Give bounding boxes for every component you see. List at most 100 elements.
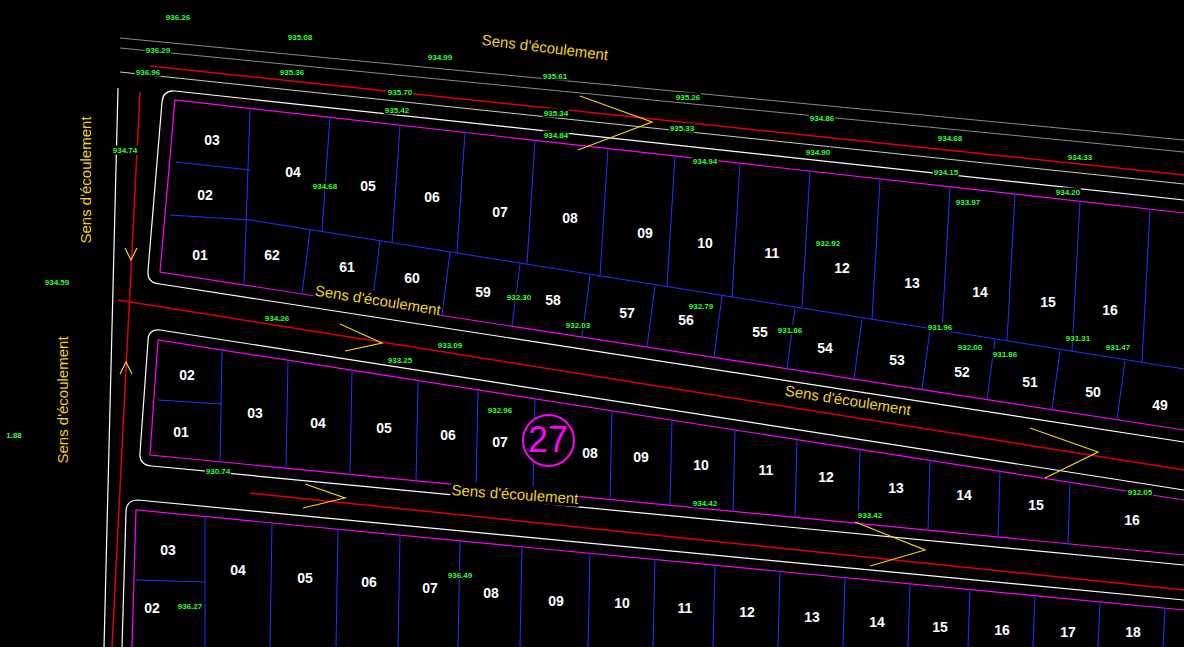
lot-number: 57 (618, 305, 636, 321)
lot-number: 59 (474, 284, 492, 300)
elevation-label: 935.33 (669, 124, 695, 133)
lot-number: 14 (868, 614, 886, 630)
lot-number: 16 (993, 622, 1011, 638)
elevation-label: 933.42 (857, 511, 883, 520)
lot-number: 03 (159, 542, 177, 558)
lot-number: 10 (692, 457, 710, 473)
flow-direction-label: Sens d'écoulement (54, 335, 71, 464)
lot-number: 60 (403, 270, 421, 286)
elevation-label: 935.36 (279, 68, 305, 77)
elevation-label: 931.96 (927, 323, 953, 332)
lot-number: 54 (816, 340, 834, 356)
elevation-label: 932.00 (957, 343, 983, 352)
elevation-label: 934.68 (937, 134, 963, 143)
lot-number: 10 (696, 235, 714, 251)
elevation-label: 934.74 (112, 146, 138, 155)
elevation-label: 932.30 (506, 293, 532, 302)
elevation-label: 936.27 (177, 602, 203, 611)
elevation-label: 932.96 (487, 406, 513, 415)
block-curb (140, 330, 1184, 565)
lot-number: 14 (955, 487, 973, 503)
lot-number: 55 (751, 324, 769, 340)
lot-number: 16 (1123, 512, 1141, 528)
lot-number: 17 (1059, 624, 1077, 640)
elevation-label: 936.26 (165, 13, 191, 22)
flow-direction-label: Sens d'écoulement (450, 481, 580, 507)
lot-number: 12 (817, 469, 835, 485)
elevation-label: 934.94 (692, 157, 718, 166)
elevation-label: 935.61 (542, 72, 568, 81)
lot-number: 12 (833, 260, 851, 276)
lot-number: 08 (581, 445, 599, 461)
lot-number: 02 (178, 367, 196, 383)
elevation-label: 933.25 (387, 356, 413, 365)
lot-number: 13 (803, 609, 821, 625)
elevation-label: 933.97 (955, 198, 981, 207)
lot-number: 08 (482, 585, 500, 601)
lot-number: 02 (196, 187, 214, 203)
flow-direction-label: Sens d'écoulement (783, 382, 913, 419)
road-axis (112, 66, 1184, 647)
elevation-label: 934.84 (543, 131, 569, 140)
lot-number: 04 (284, 164, 302, 180)
lot-number: 16 (1101, 302, 1119, 318)
lot-number: 06 (360, 574, 378, 590)
elevation-label: 936.49 (447, 571, 473, 580)
elevation-label: 931.47 (1105, 343, 1131, 352)
lot-divider (158, 350, 1070, 545)
elevation-label: 932.92 (815, 239, 841, 248)
elevation-label: 931.31 (1065, 334, 1091, 343)
flow-direction-label: Sens d'écoulement (77, 115, 94, 244)
lot-number: 07 (491, 204, 509, 220)
elevation-label: 930.74 (205, 467, 231, 476)
elevation-label: 934.20 (1055, 188, 1081, 197)
boundary-line (120, 38, 1184, 152)
lot-number: 14 (971, 284, 989, 300)
flow-direction-label: Sens d'écoulement (480, 31, 610, 64)
elevation-label: 934.59 (44, 278, 70, 287)
lot-divider (136, 517, 1165, 647)
lot-number: 51 (1021, 374, 1039, 390)
elevation-label: 932.05 (1127, 488, 1153, 497)
lot-number: 05 (375, 420, 393, 436)
lot-number: 13 (887, 480, 905, 496)
lot-number: 61 (338, 259, 356, 275)
elevation-label: 936.29 (145, 46, 171, 55)
lot-number: 62 (263, 247, 281, 263)
lot-number: 09 (547, 593, 565, 609)
lot-number: 52 (953, 364, 971, 380)
lot-number: 56 (677, 312, 695, 328)
elevation-label: 936.96 (135, 68, 161, 77)
lot-number: 15 (1039, 294, 1057, 310)
elevation-label: 931.86 (777, 326, 803, 335)
lot-number: 03 (203, 132, 221, 148)
elevation-label: 934.68 (312, 182, 338, 191)
lot-number: 15 (1027, 497, 1045, 513)
road-edge (120, 72, 1184, 184)
lot-block-circle: 27 (522, 414, 575, 467)
elevation-label: 1.88 (5, 431, 23, 440)
lot-number: 18 (1124, 624, 1142, 640)
lot-number: 03 (246, 405, 264, 421)
block-curb (148, 91, 1184, 442)
elevation-label: 934.26 (264, 314, 290, 323)
elevation-label: 932.79 (688, 302, 714, 311)
lot-number: 53 (888, 352, 906, 368)
elevation-label: 934.42 (692, 499, 718, 508)
block-curb (122, 500, 1184, 647)
lot-number: 12 (738, 604, 756, 620)
block-boundary (160, 100, 1184, 430)
lot-number: 06 (423, 189, 441, 205)
elevation-label: 934.86 (809, 114, 835, 123)
elevation-label: 934.90 (805, 148, 831, 157)
lot-number: 10 (613, 595, 631, 611)
lot-number: 07 (421, 580, 439, 596)
lot-number: 50 (1084, 384, 1102, 400)
elevation-label: 934.99 (427, 53, 453, 62)
lot-number: 04 (229, 562, 247, 578)
elevation-label: 935.42 (384, 106, 410, 115)
